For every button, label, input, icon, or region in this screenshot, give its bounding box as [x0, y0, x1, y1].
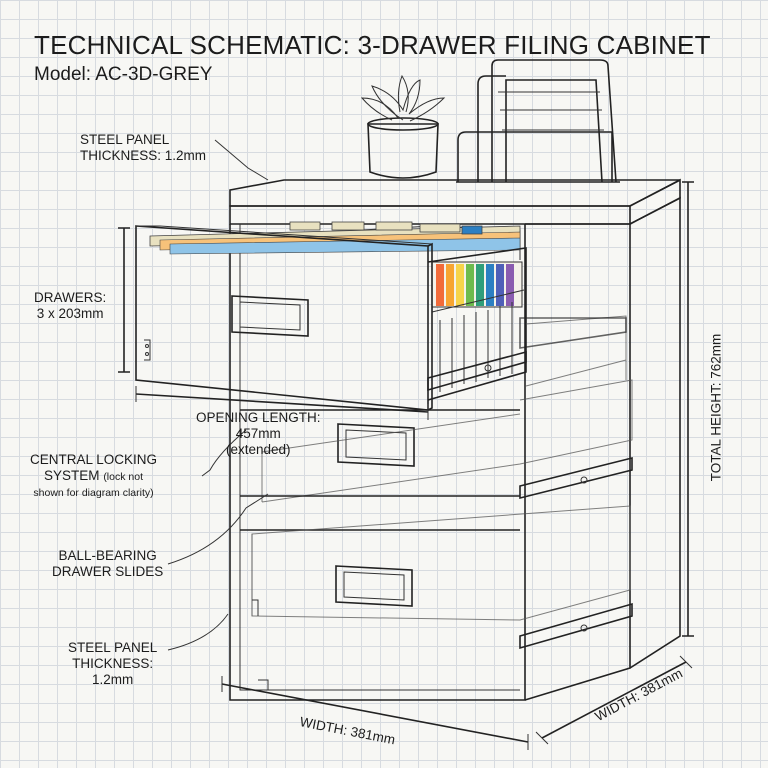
bottom-drawer: [240, 495, 633, 650]
diagram-title: TECHNICAL SCHEMATIC: 3-DRAWER FILING CAB…: [34, 30, 711, 60]
cabinet-body: [229, 178, 681, 701]
central-locking-label: CENTRAL LOCKING SYSTEM (lock not shown f…: [30, 452, 158, 499]
steel-panel-top-label: STEEL PANEL THICKNESS: 1.2mm: [80, 132, 207, 163]
ball-bearing-slides-label: BALL-BEARING DRAWER SLIDES: [52, 548, 164, 579]
file-sorter-icon: [456, 59, 620, 183]
dimension-lines: [118, 181, 694, 750]
steel-panel-side-label: STEEL PANEL THICKNESS: 1.2mm: [68, 640, 158, 687]
leader-lines: [167, 139, 269, 651]
drawers-label: DRAWERS: 3 x 203mm: [34, 290, 107, 321]
opening-length-label: OPENING LENGTH: 457mm (extended): [196, 410, 321, 457]
open-top-drawer: [135, 221, 527, 411]
succulent-plant-icon: [360, 74, 446, 179]
model-number: Model: AC-3D-GREY: [34, 64, 213, 85]
middle-drawer: [240, 315, 633, 503]
total-height-label: TOTAL HEIGHT: 762mm: [708, 333, 724, 482]
